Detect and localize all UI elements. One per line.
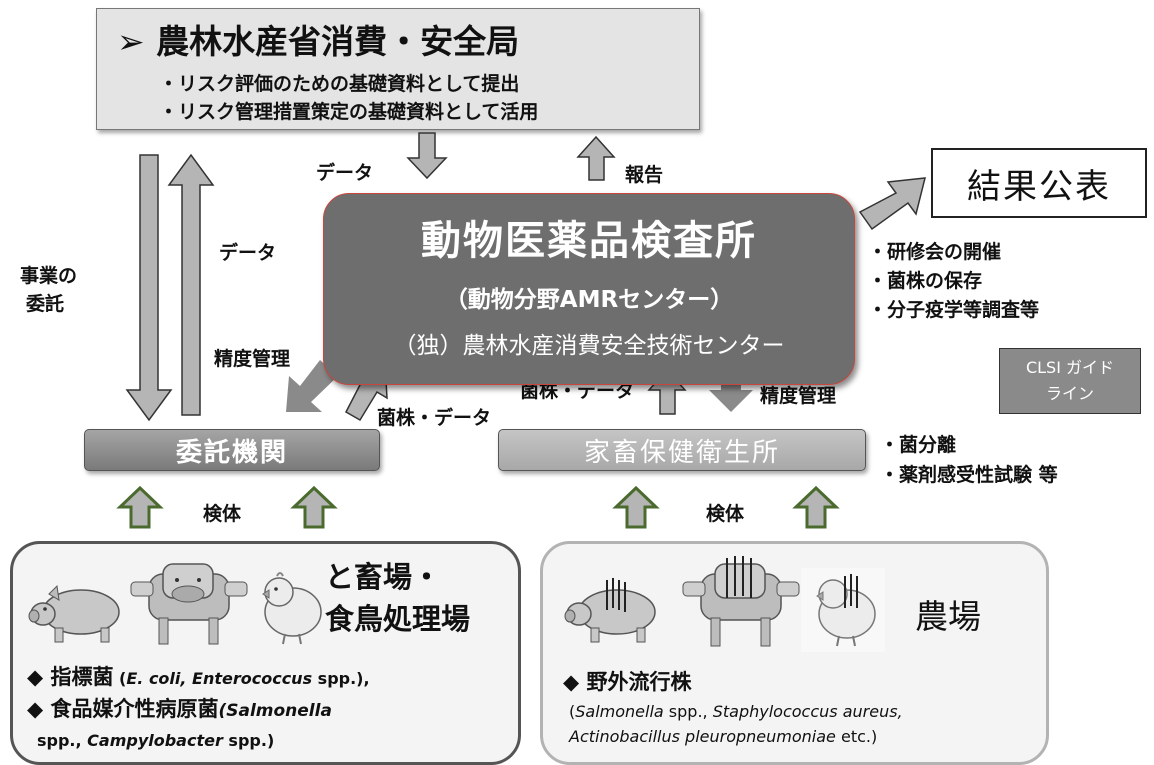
institution-commissioned: 委託機関 — [84, 429, 380, 471]
arrow-report-up — [576, 135, 616, 181]
chicken-icon — [801, 568, 885, 652]
arrow-data-down — [406, 132, 448, 180]
ministry-line-2: ・リスク管理措置策定の基礎資料として活用 — [159, 101, 539, 123]
center-subtitle-2: （独）農林水産消費安全技術センター — [393, 333, 785, 359]
center-box: 動物医薬品検査所 （動物分野AMRセンター） （独）農林水産消費安全技術センター — [323, 193, 855, 385]
label-specimen-left: 検体 — [203, 503, 242, 525]
bullet-indicator-pre: ( — [113, 669, 127, 688]
label-data-left: データ — [219, 242, 277, 264]
ministry-line-1: ・リスク評価のための基礎資料として提出 — [159, 73, 520, 95]
activity-strain-storage: ・菌株の保存 — [868, 270, 983, 292]
bullet-indicator-label: ◆ 指標菌 — [27, 665, 114, 689]
center-title: 動物医薬品検査所 — [421, 218, 757, 264]
label-data-to-ministry: データ — [316, 162, 374, 184]
farm-line1-mid: spp., — [663, 702, 713, 721]
arrow-quality-left — [286, 360, 338, 412]
bullet-foodborne-line2-species: Campylobacter — [87, 731, 223, 750]
clsi-guideline-box: CLSI ガイド ライン — [999, 348, 1141, 414]
label-report: 報告 — [625, 164, 664, 186]
farm-title: 農場 — [915, 597, 981, 636]
arrow-specimen-3 — [612, 485, 660, 529]
clsi-line-1: CLSI ガイド — [1025, 358, 1115, 377]
bullet-field-strains: ◆ 野外流行株 — [563, 670, 692, 694]
center-subtitle: （動物分野AMRセンター） — [444, 287, 734, 313]
arrow-specimen-1 — [116, 485, 164, 529]
bullet-foodborne-line2-post: spp.) — [222, 731, 275, 750]
institution-livestock-hygiene: 家畜保健衛生所 — [498, 429, 866, 471]
bullet-indicator-post: spp.), — [312, 669, 370, 688]
label-commission: 事業の 委託 — [20, 262, 77, 318]
farm-species-line2: Actinobacillus pleuropneumoniae etc.) — [569, 727, 877, 746]
bullet-foodborne-species: (Salmonella — [218, 701, 332, 721]
farm-species-actinobacillus: Actinobacillus pleuropneumoniae — [569, 727, 836, 746]
label-specimen-right: 検体 — [706, 503, 745, 525]
arrow-publish — [858, 177, 926, 231]
cow-icon — [682, 556, 800, 647]
lab-activities: ・菌分離 ・薬剤感受性試験 等 — [880, 430, 1058, 490]
clsi-line-2: ライン — [1045, 384, 1094, 403]
bullet-foodborne-line2-pre: spp., — [37, 731, 88, 750]
label-commission-line2: 委託 — [26, 293, 65, 315]
bullet-indicator-species: E. coli, Enterococcus — [126, 669, 313, 688]
bullet-foodborne-line2: spp., Campylobacter spp.) — [27, 726, 370, 756]
label-quality-right: 精度管理 — [760, 385, 837, 407]
label-commission-line1: 事業の — [20, 265, 78, 287]
cow-icon — [130, 563, 248, 645]
ministry-title: ➢ 農林水産省消費・安全局 — [117, 22, 520, 61]
farm-species-salmonella: Salmonella — [575, 702, 664, 721]
slaughterhouse-panel: と畜場・ 食鳥処理場 ◆ 指標菌 (E. coli, Enterococcus … — [10, 541, 521, 765]
label-strain-data-right: 菌株・データ — [520, 380, 635, 402]
slaughterhouse-title: と畜場・ 食鳥処理場 — [325, 556, 470, 640]
arrow-commission-down — [125, 154, 173, 422]
ministry-box: ➢ 農林水産省消費・安全局 ・リスク評価のための基礎資料として提出 ・リスク管理… — [96, 8, 700, 130]
bullet-foodborne-label: ◆ 食品媒介性病原菌 — [27, 697, 219, 721]
activity-isolation: ・菌分離 — [880, 434, 957, 456]
slaughterhouse-title-line2: 食鳥処理場 — [325, 602, 471, 636]
publish-box: 結果公表 — [931, 148, 1147, 218]
pig-icon — [28, 584, 120, 643]
label-strain-data-left: 菌株・データ — [377, 407, 492, 429]
farm-species-staph: Staphylococcus aureus, — [712, 702, 903, 721]
bullet-foodborne-pathogens: ◆ 食品媒介性病原菌(Salmonella — [27, 694, 370, 726]
pig-icon — [564, 578, 656, 643]
arrow-specimen-2 — [290, 485, 338, 529]
activity-susceptibility: ・薬剤感受性試験 等 — [880, 464, 1058, 486]
chicken-icon — [262, 572, 322, 645]
activity-training: ・研修会の開催 — [868, 241, 1002, 263]
slaughterhouse-bullets: ◆ 指標菌 (E. coli, Enterococcus spp.), ◆ 食品… — [27, 662, 370, 756]
farm-panel: 農場 ◆ 野外流行株 (Salmonella spp., Staphylococ… — [540, 541, 1049, 765]
arrow-specimen-4 — [792, 485, 840, 529]
bullet-indicator-bacteria: ◆ 指標菌 (E. coli, Enterococcus spp.), — [27, 662, 370, 694]
label-quality-left: 精度管理 — [214, 348, 291, 370]
activity-epidemiology: ・分子疫学等調査等 — [868, 299, 1040, 321]
center-activities: ・研修会の開催 ・菌株の保存 ・分子疫学等調査等 — [868, 238, 1039, 325]
slaughterhouse-title-line1: と畜場・ — [325, 560, 442, 594]
farm-line2-post: etc.) — [835, 727, 878, 746]
arrow-quality-right — [709, 368, 753, 412]
farm-species-line1: (Salmonella spp., Staphylococcus aureus, — [569, 702, 903, 721]
farm-line1-pre: ( — [569, 702, 576, 721]
arrow-data-up — [167, 153, 215, 416]
